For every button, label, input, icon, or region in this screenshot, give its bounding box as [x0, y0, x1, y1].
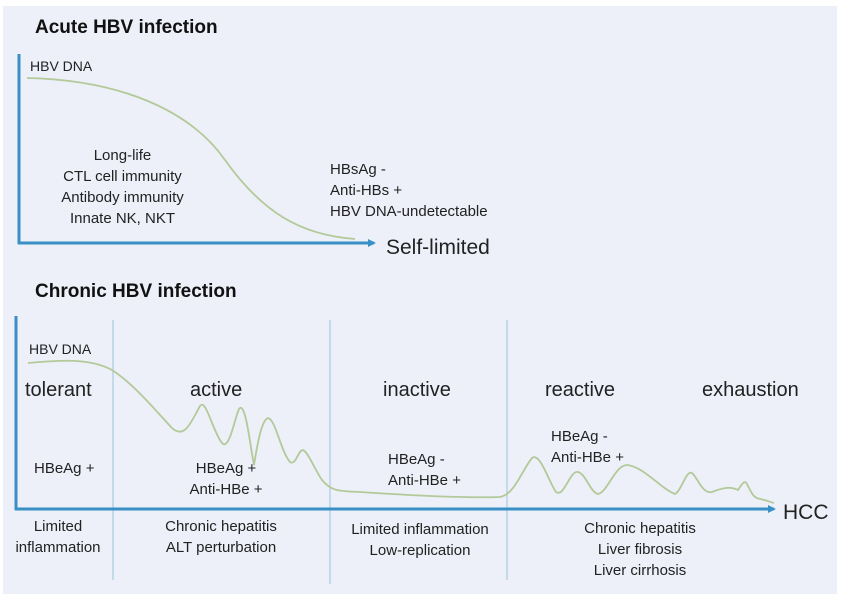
pathology-line: Limited [33, 518, 83, 535]
chronic-outcome-label: HCC [783, 501, 829, 524]
phase-name-inactive: inactive [383, 379, 451, 401]
pathology-line: Liver cirrhosis [593, 562, 687, 579]
acute-immunity-line: Antibody immunity [61, 189, 184, 206]
acute-serology-line: HBV DNA-undetectable [330, 203, 488, 220]
acute-serology-list: HBsAg - Anti-HBs + HBV DNA-undetectable [330, 159, 488, 222]
pathology-line: Liver fibrosis [597, 541, 683, 558]
reactive-serology: HBeAg - Anti-HBe + [551, 426, 624, 468]
serology-line: Anti-HBe + [388, 472, 461, 489]
phase-name-reactive: reactive [545, 379, 616, 401]
tolerant-pathology: Limited inflammation [4, 516, 112, 558]
chronic-y-axis-label: HBV DNA [29, 341, 92, 357]
pathology-line: Chronic hepatitis [584, 520, 696, 537]
acute-immunity-line: Innate NK, NKT [69, 210, 176, 227]
serology-line: HBeAg + [195, 460, 257, 477]
chronic-title: Chronic HBV infection [35, 281, 237, 302]
inactive-serology: HBeAg - Anti-HBe + [388, 449, 461, 491]
tolerant-serology: HBeAg + [34, 458, 94, 479]
pathology-line: inflammation [15, 539, 101, 556]
pathology-line: Low-replication [369, 542, 471, 559]
phase-name-tolerant: tolerant [25, 379, 92, 401]
acute-serology-line: Anti-HBs + [330, 182, 403, 199]
pathology-line: ALT perturbation [165, 539, 277, 556]
phase-name-exhaustion: exhaustion [702, 379, 799, 401]
serology-line: HBeAg - [551, 428, 608, 445]
pathology-line: Chronic hepatitis [165, 518, 277, 535]
inactive-pathology: Limited inflammation Low-replication [332, 519, 508, 561]
serology-line: HBeAg + [34, 460, 95, 477]
acute-outcome-label: Self-limited [386, 236, 490, 259]
pathology-line: Limited inflammation [351, 521, 489, 538]
acute-immunity-line: Long-life [93, 147, 152, 164]
active-serology: HBeAg + Anti-HBe + [176, 458, 276, 500]
acute-title: Acute HBV infection [35, 17, 218, 38]
chronic-hbv-dna-curve [27, 359, 775, 504]
phase-name-active: active [190, 379, 243, 401]
reactive-pathology: Chronic hepatitis Liver fibrosis Liver c… [560, 518, 720, 581]
serology-line: Anti-HBe + [189, 481, 263, 498]
active-pathology: Chronic hepatitis ALT perturbation [140, 516, 302, 558]
acute-hbv-dna-curve [26, 77, 356, 240]
acute-serology-line: HBsAg - [330, 161, 386, 178]
serology-line: HBeAg - [388, 451, 445, 468]
serology-line: Anti-HBe + [551, 449, 624, 466]
acute-immunity-line: CTL cell immunity [63, 168, 182, 185]
acute-y-axis-label: HBV DNA [30, 58, 93, 74]
acute-immunity-list: Long-life CTL cell immunity Antibody imm… [40, 145, 205, 229]
